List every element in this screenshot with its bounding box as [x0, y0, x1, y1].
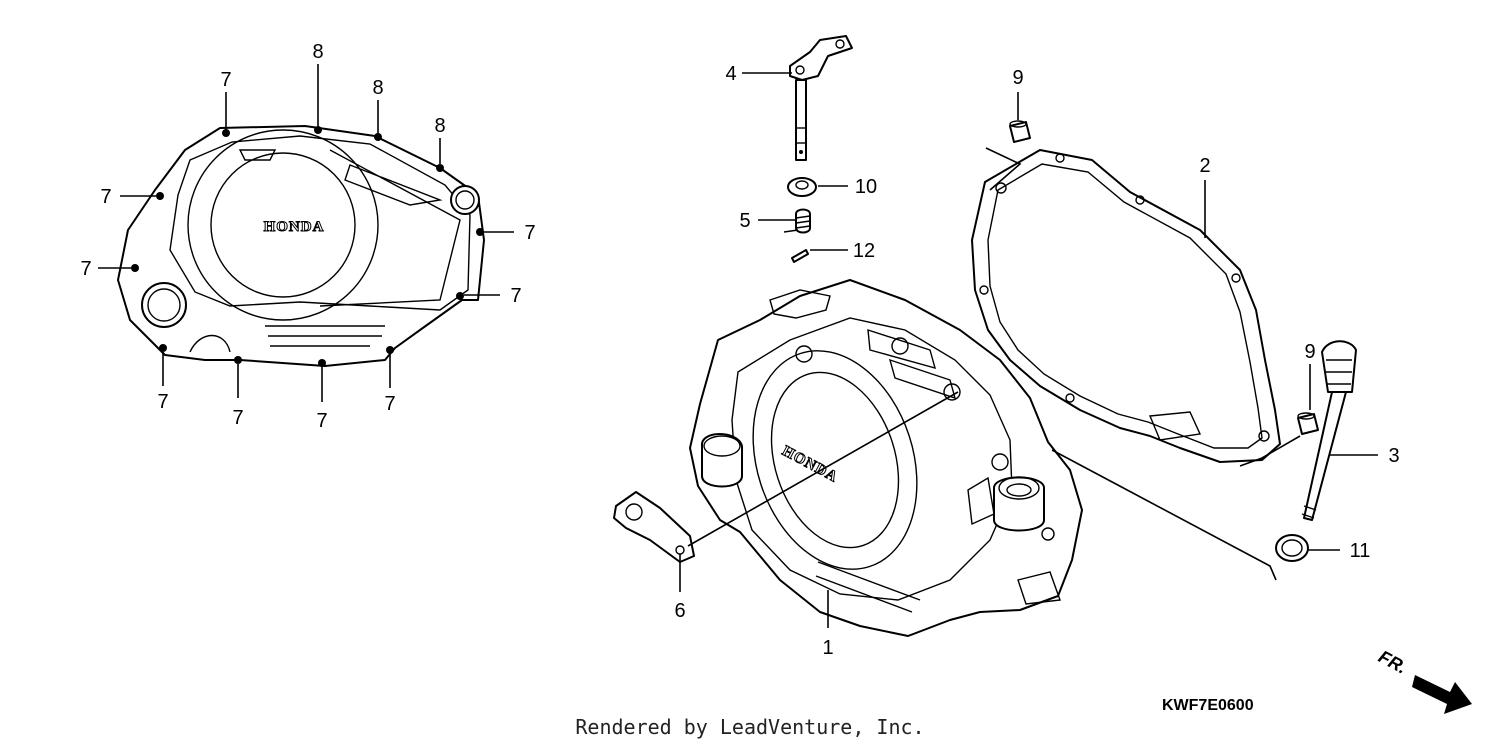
right-crankcase-cover-part-1: HONDA	[689, 279, 1083, 637]
callout-8: 8	[434, 115, 445, 137]
callout-6: 6	[674, 600, 685, 622]
footer-credit: Rendered by LeadVenture, Inc.	[575, 715, 925, 739]
crankcase-cover-outer-view: HONDA	[98, 64, 514, 402]
callout-9: 9	[1304, 341, 1315, 363]
callout-4: 4	[725, 63, 736, 85]
callout-7: 7	[80, 258, 91, 280]
front-direction-arrow	[1412, 675, 1472, 714]
callout-1: 1	[822, 637, 833, 659]
callout-7: 7	[384, 393, 395, 415]
return-spring-part-5	[783, 208, 811, 234]
callout-8: 8	[312, 41, 323, 63]
oil-seal-part-10	[787, 177, 817, 197]
gasket-part-2	[971, 149, 1281, 463]
callout-3: 3	[1388, 445, 1399, 467]
callout-7: 7	[510, 285, 521, 307]
dowel-pin-part-12	[791, 249, 809, 263]
leader-lines-left	[98, 64, 514, 402]
bolt-holes	[131, 126, 484, 367]
callout-12: 12	[853, 240, 875, 262]
callout-7: 7	[157, 391, 168, 413]
callout-7: 7	[316, 410, 327, 432]
clutch-lifter-arm-part-4	[789, 35, 853, 161]
callout-9: 9	[1012, 67, 1023, 89]
callout-7: 7	[232, 407, 243, 429]
callout-10: 10	[855, 176, 877, 198]
callout-2: 2	[1199, 155, 1210, 177]
dowel-pin-part-9-upper	[1009, 120, 1031, 143]
bracket-part-6	[613, 491, 695, 563]
brand-logo: HONDA	[264, 219, 325, 235]
callout-7: 7	[220, 69, 231, 91]
callout-7: 7	[524, 222, 535, 244]
callout-5: 5	[739, 210, 750, 232]
oil-level-gauge-part-3	[1301, 340, 1357, 521]
dowel-pin-part-9-lower	[1297, 412, 1319, 435]
diagram-code: KWF7E0600	[1162, 697, 1254, 714]
callout-7: 7	[100, 186, 111, 208]
callout-8: 8	[372, 77, 383, 99]
o-ring-part-11	[1275, 534, 1309, 562]
callout-11: 11	[1350, 540, 1371, 562]
